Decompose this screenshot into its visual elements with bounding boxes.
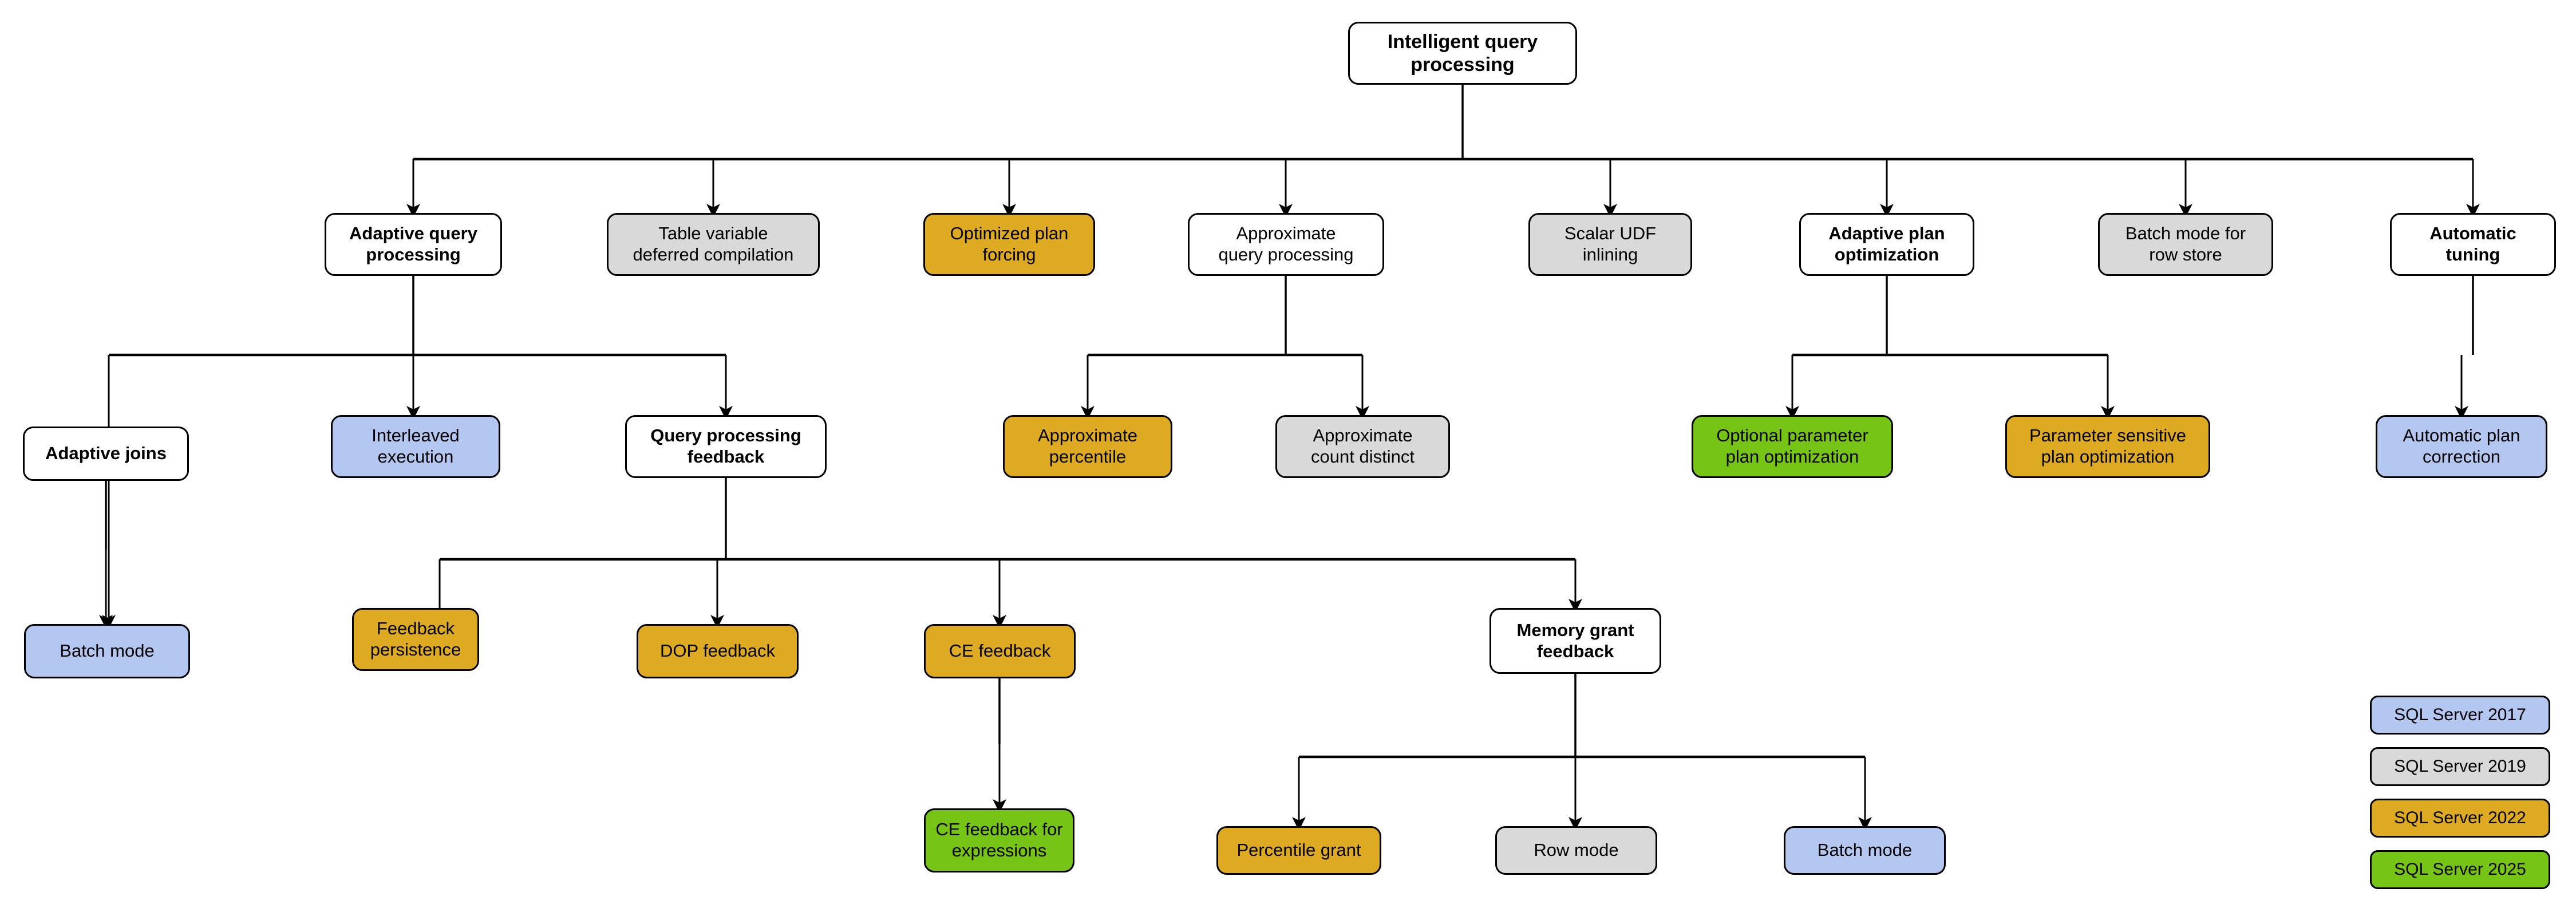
node-label: Percentile grant	[1236, 840, 1361, 860]
node-label: Batch mode	[1817, 840, 1913, 860]
node-automatic-tuning[interactable]: Automatic tuning	[2390, 213, 2556, 276]
node-label: Automatic plan correction	[2403, 425, 2520, 467]
node-label: Optional parameter plan optimization	[1716, 425, 1868, 467]
node-table-variable-deferred-compilation[interactable]: Table variable deferred compilation	[607, 213, 820, 276]
node-label: Memory grant feedback	[1516, 619, 1634, 661]
node-label: Approximate count distinct	[1311, 425, 1415, 467]
node-adaptive-joins[interactable]: Adaptive joins	[23, 427, 189, 481]
node-batch-mode[interactable]: Batch mode	[24, 624, 190, 678]
node-optimized-plan-forcing[interactable]: Optimized plan forcing	[923, 213, 1095, 276]
node-ce-feedback[interactable]: CE feedback	[924, 624, 1076, 678]
node-label: Adaptive joins	[45, 443, 167, 464]
node-label: CE feedback	[949, 641, 1051, 661]
legend-item-sql-server-2025: SQL Server 2025	[2370, 850, 2550, 889]
node-label: Scalar UDF inlining	[1564, 223, 1657, 264]
node-percentile-grant[interactable]: Percentile grant	[1216, 826, 1381, 875]
node-label: Approximate query processing	[1218, 223, 1354, 264]
legend-label: SQL Server 2019	[2394, 757, 2526, 776]
node-label: Batch mode	[60, 641, 155, 661]
node-dop-feedback[interactable]: DOP feedback	[637, 624, 799, 678]
node-adaptive-plan-optimization[interactable]: Adaptive plan optimization	[1799, 213, 1974, 276]
node-feedback-persistence[interactable]: Feedback persistence	[352, 608, 479, 671]
node-label: Approximate percentile	[1037, 425, 1138, 467]
node-label: Parameter sensitive plan optimization	[2029, 425, 2186, 467]
legend-label: SQL Server 2022	[2394, 808, 2526, 827]
node-row-mode[interactable]: Row mode	[1495, 826, 1657, 875]
node-approximate-count-distinct[interactable]: Approximate count distinct	[1275, 415, 1450, 478]
node-scalar-udf-inlining[interactable]: Scalar UDF inlining	[1528, 213, 1692, 276]
node-label: Row mode	[1534, 840, 1619, 860]
legend-item-sql-server-2019: SQL Server 2019	[2370, 747, 2550, 786]
node-label: Query processing feedback	[650, 425, 801, 467]
node-ce-feedback-for-expressions[interactable]: CE feedback for expressions	[924, 808, 1074, 872]
node-label: Interleaved execution	[372, 425, 460, 467]
node-optional-parameter-plan-optimization[interactable]: Optional parameter plan optimization	[1692, 415, 1893, 478]
node-label: Intelligent query processing	[1387, 30, 1538, 76]
node-label: CE feedback for expressions	[935, 819, 1063, 860]
node-label: Batch mode for row store	[2125, 223, 2246, 264]
node-label: Feedback persistence	[370, 618, 461, 660]
node-label: Table variable deferred compilation	[633, 223, 794, 264]
node-intelligent-query-processing[interactable]: Intelligent query processing	[1348, 22, 1577, 85]
node-interleaved-execution[interactable]: Interleaved execution	[331, 415, 500, 478]
node-label: Adaptive query processing	[349, 223, 477, 264]
node-batch-mode-for-row-store[interactable]: Batch mode for row store	[2098, 213, 2273, 276]
node-batch-mode[interactable]: Batch mode	[1784, 826, 1946, 875]
legend-item-sql-server-2017: SQL Server 2017	[2370, 696, 2550, 735]
legend-label: SQL Server 2017	[2394, 705, 2526, 724]
node-query-processing-feedback[interactable]: Query processing feedback	[625, 415, 827, 478]
legend-label: SQL Server 2025	[2394, 860, 2526, 879]
node-automatic-plan-correction[interactable]: Automatic plan correction	[2376, 415, 2547, 478]
node-label: Automatic tuning	[2429, 223, 2516, 264]
node-approximate-percentile[interactable]: Approximate percentile	[1003, 415, 1172, 478]
node-label: DOP feedback	[659, 641, 776, 661]
node-adaptive-query-processing[interactable]: Adaptive query processing	[325, 213, 502, 276]
node-label: Optimized plan forcing	[950, 223, 1069, 264]
legend-item-sql-server-2022: SQL Server 2022	[2370, 799, 2550, 838]
node-label: Adaptive plan optimization	[1828, 223, 1945, 264]
node-memory-grant-feedback[interactable]: Memory grant feedback	[1490, 608, 1661, 674]
node-approximate-query-processing[interactable]: Approximate query processing	[1188, 213, 1384, 276]
node-parameter-sensitive-plan-optimization[interactable]: Parameter sensitive plan optimization	[2005, 415, 2210, 478]
